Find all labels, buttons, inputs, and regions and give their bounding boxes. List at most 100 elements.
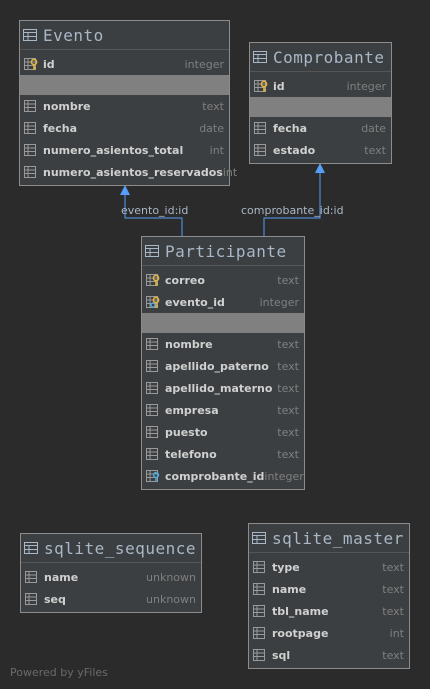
column-row-nombre[interactable]: nombre text	[142, 333, 304, 355]
column-type: text	[202, 99, 224, 113]
column-type: text	[382, 582, 404, 596]
primary-key-icon	[24, 57, 38, 71]
table-header[interactable]: Comprobante	[250, 43, 391, 72]
column-icon	[146, 359, 160, 373]
column-icon	[24, 99, 38, 113]
column-type: unknown	[146, 570, 196, 584]
table-header[interactable]: Evento	[20, 21, 229, 50]
column-icon	[24, 143, 38, 157]
column-row-rootpage[interactable]: rootpage int	[249, 622, 409, 644]
key-separator	[250, 97, 391, 117]
table-name: sqlite_sequence	[44, 538, 196, 558]
table-icon	[253, 50, 267, 64]
column-name: fecha	[43, 121, 78, 135]
footer-credit: Powered by yFiles	[10, 666, 108, 679]
column-icon	[146, 447, 160, 461]
column-icon	[146, 425, 160, 439]
column-name: puesto	[165, 425, 208, 439]
column-icon	[24, 165, 38, 179]
column-row-name[interactable]: name text	[249, 578, 409, 600]
column-icon	[253, 626, 267, 640]
relation-label-comprobante: comprobante_id:id	[241, 204, 344, 217]
column-name: nombre	[165, 337, 213, 351]
column-type: text	[277, 359, 299, 373]
column-name: numero_asientos_total	[43, 143, 184, 157]
column-name: id	[43, 57, 55, 71]
column-name: rootpage	[272, 626, 329, 640]
column-icon	[25, 570, 39, 584]
column-type: int	[222, 165, 238, 179]
arrow-head-comprobante	[315, 163, 325, 173]
column-name: nombre	[43, 99, 91, 113]
column-name: name	[272, 582, 307, 596]
column-row-name[interactable]: name unknown	[21, 566, 201, 588]
column-name: telefono	[165, 447, 217, 461]
column-name: empresa	[165, 403, 219, 417]
column-name: name	[44, 570, 79, 584]
column-icon	[146, 381, 160, 395]
key-separator	[20, 75, 229, 95]
column-row-fecha[interactable]: fecha date	[20, 117, 229, 139]
column-row-nombre[interactable]: nombre text	[20, 95, 229, 117]
column-name: sql	[272, 648, 291, 662]
column-name: estado	[273, 143, 316, 157]
column-icon	[254, 143, 268, 157]
column-type: text	[277, 337, 299, 351]
column-type: int	[389, 626, 404, 640]
column-row-id[interactable]: id integer	[250, 75, 391, 97]
column-row-estado[interactable]: estado text	[250, 139, 391, 161]
column-type: text	[364, 143, 386, 157]
column-name: apellido_materno	[165, 381, 273, 395]
column-name: evento_id	[165, 295, 225, 309]
table-icon	[23, 28, 37, 42]
column-type: integer	[346, 79, 386, 93]
primary-key-icon	[254, 79, 268, 93]
column-type: integer	[264, 469, 304, 483]
table-header[interactable]: Participante	[142, 237, 304, 266]
relation-label-evento: evento_id:id	[121, 204, 189, 217]
column-name: type	[272, 560, 300, 574]
table-icon	[252, 531, 266, 545]
column-icon	[146, 403, 160, 417]
table-name: Evento	[43, 25, 104, 45]
primary-key-icon	[146, 273, 160, 287]
key-separator	[142, 313, 304, 333]
table-icon	[24, 541, 38, 555]
foreign-key-icon	[146, 469, 160, 483]
column-type: text	[277, 425, 299, 439]
column-icon	[253, 582, 267, 596]
arrow-head-evento	[120, 185, 130, 195]
column-icon	[253, 604, 267, 618]
column-icon	[146, 337, 160, 351]
column-row-puesto[interactable]: puesto text	[142, 421, 304, 443]
table-header[interactable]: sqlite_master	[249, 524, 409, 553]
column-name: id	[273, 79, 285, 93]
table-name: sqlite_master	[272, 528, 404, 548]
column-type: date	[199, 121, 224, 135]
column-name: tbl_name	[272, 604, 329, 618]
table-header[interactable]: sqlite_sequence	[21, 534, 201, 563]
column-icon	[253, 560, 267, 574]
column-type: text	[277, 273, 299, 287]
column-name: comprobante_id	[165, 469, 265, 483]
